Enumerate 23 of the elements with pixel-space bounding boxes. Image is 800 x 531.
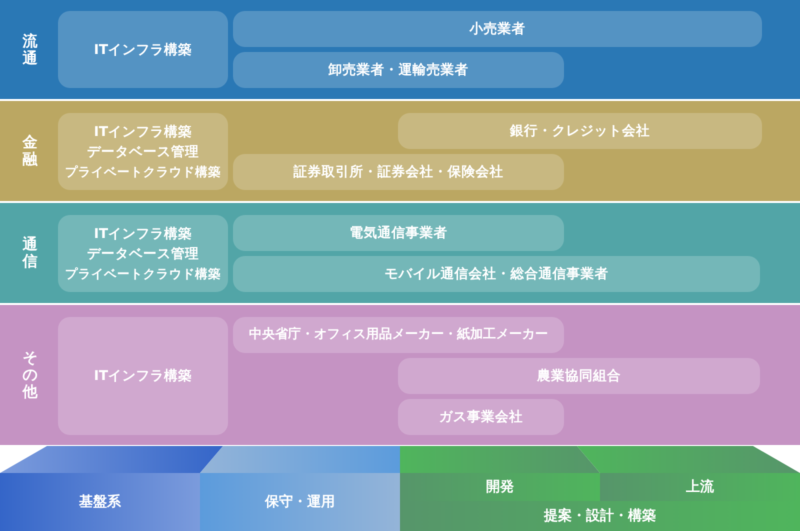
client-box: ガス事業会社	[398, 399, 564, 435]
category-block: 提案・設計・構築	[400, 501, 800, 531]
client-box: モバイル通信会社・総合通信事業者	[233, 256, 760, 292]
client-box: 卸売業者・運輸売業者	[233, 52, 564, 88]
band-heading: 通信	[22, 236, 38, 270]
service-box: ITインフラ構築 データベース管理 プライベートクラウド構築	[58, 215, 228, 292]
service-box: ITインフラ構築 データベース管理 プライベートクラウド構築	[58, 113, 228, 190]
client-box: 小売業者	[233, 11, 762, 47]
industry-band	[0, 0, 800, 99]
client-box: 中央省庁・オフィス用品メーカー・紙加工メーカー	[233, 317, 564, 353]
industry-band	[0, 101, 800, 201]
band-heading: 金融	[22, 134, 38, 168]
client-box: 証券取引所・証券会社・保険会社	[233, 154, 564, 190]
client-box: 電気通信事業者	[233, 215, 564, 251]
industry-band	[0, 203, 800, 303]
client-box: 銀行・クレジット会社	[398, 113, 762, 149]
band-heading: その他	[22, 350, 38, 400]
client-box: 農業協同組合	[398, 358, 760, 394]
service-box: ITインフラ構築	[58, 317, 228, 435]
band-heading: 流通	[22, 32, 38, 66]
category-block: 上流	[577, 446, 800, 501]
service-box: ITインフラ構築	[58, 11, 228, 88]
industry-band	[0, 305, 800, 445]
